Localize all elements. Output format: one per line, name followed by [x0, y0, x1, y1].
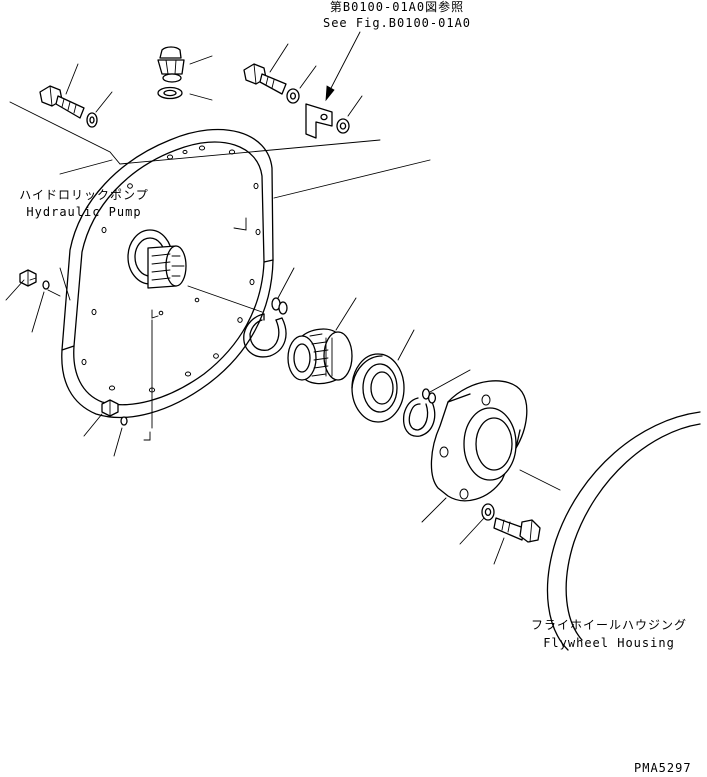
drain-plug-lower-seal — [120, 416, 128, 426]
breather-plug — [157, 46, 185, 83]
flange-bolt-right — [243, 63, 287, 95]
snap-ring-large — [243, 297, 288, 358]
lock-plate — [305, 103, 333, 139]
lock-nut — [336, 118, 350, 134]
reference-arrow — [325, 31, 361, 102]
drain-plug-lower — [101, 399, 119, 417]
ball-bearing — [351, 353, 405, 423]
drain-plug-upper — [19, 269, 37, 287]
assembly-lines — [9, 101, 561, 491]
pump-label-jp: ハイドロリックポンプ — [19, 188, 149, 202]
flange-bolt-left-washer — [86, 112, 98, 128]
pump-flange-plate — [61, 128, 274, 419]
plug-washer — [157, 86, 183, 100]
pump-splined-shaft — [127, 229, 187, 289]
ref-label-jp: 第B0100-01A0図参照 — [329, 0, 465, 14]
leader-lines — [5, 43, 505, 565]
flange-bolt-holes — [81, 145, 261, 393]
bracket-washer — [481, 503, 495, 521]
flywheel-label-en: Flywheel Housing — [543, 636, 675, 650]
flange-bolt-left — [39, 85, 85, 119]
bearing-housing-bracket — [430, 380, 528, 502]
bracket-bolt — [493, 517, 541, 543]
flywheel-label-jp: フライホイールハウジング — [530, 618, 687, 632]
pump-label-en: Hydraulic Pump — [26, 205, 142, 219]
snap-ring-small — [402, 388, 437, 437]
flange-bolt-right-washer — [286, 88, 300, 104]
drain-plug-upper-seal — [42, 280, 50, 290]
ref-label-en: See Fig.B0100-01A0 — [322, 16, 472, 30]
drawing-number: PMA5297 — [634, 761, 692, 775]
spline-coupling — [287, 328, 353, 385]
flywheel-housing-outline — [546, 411, 701, 651]
